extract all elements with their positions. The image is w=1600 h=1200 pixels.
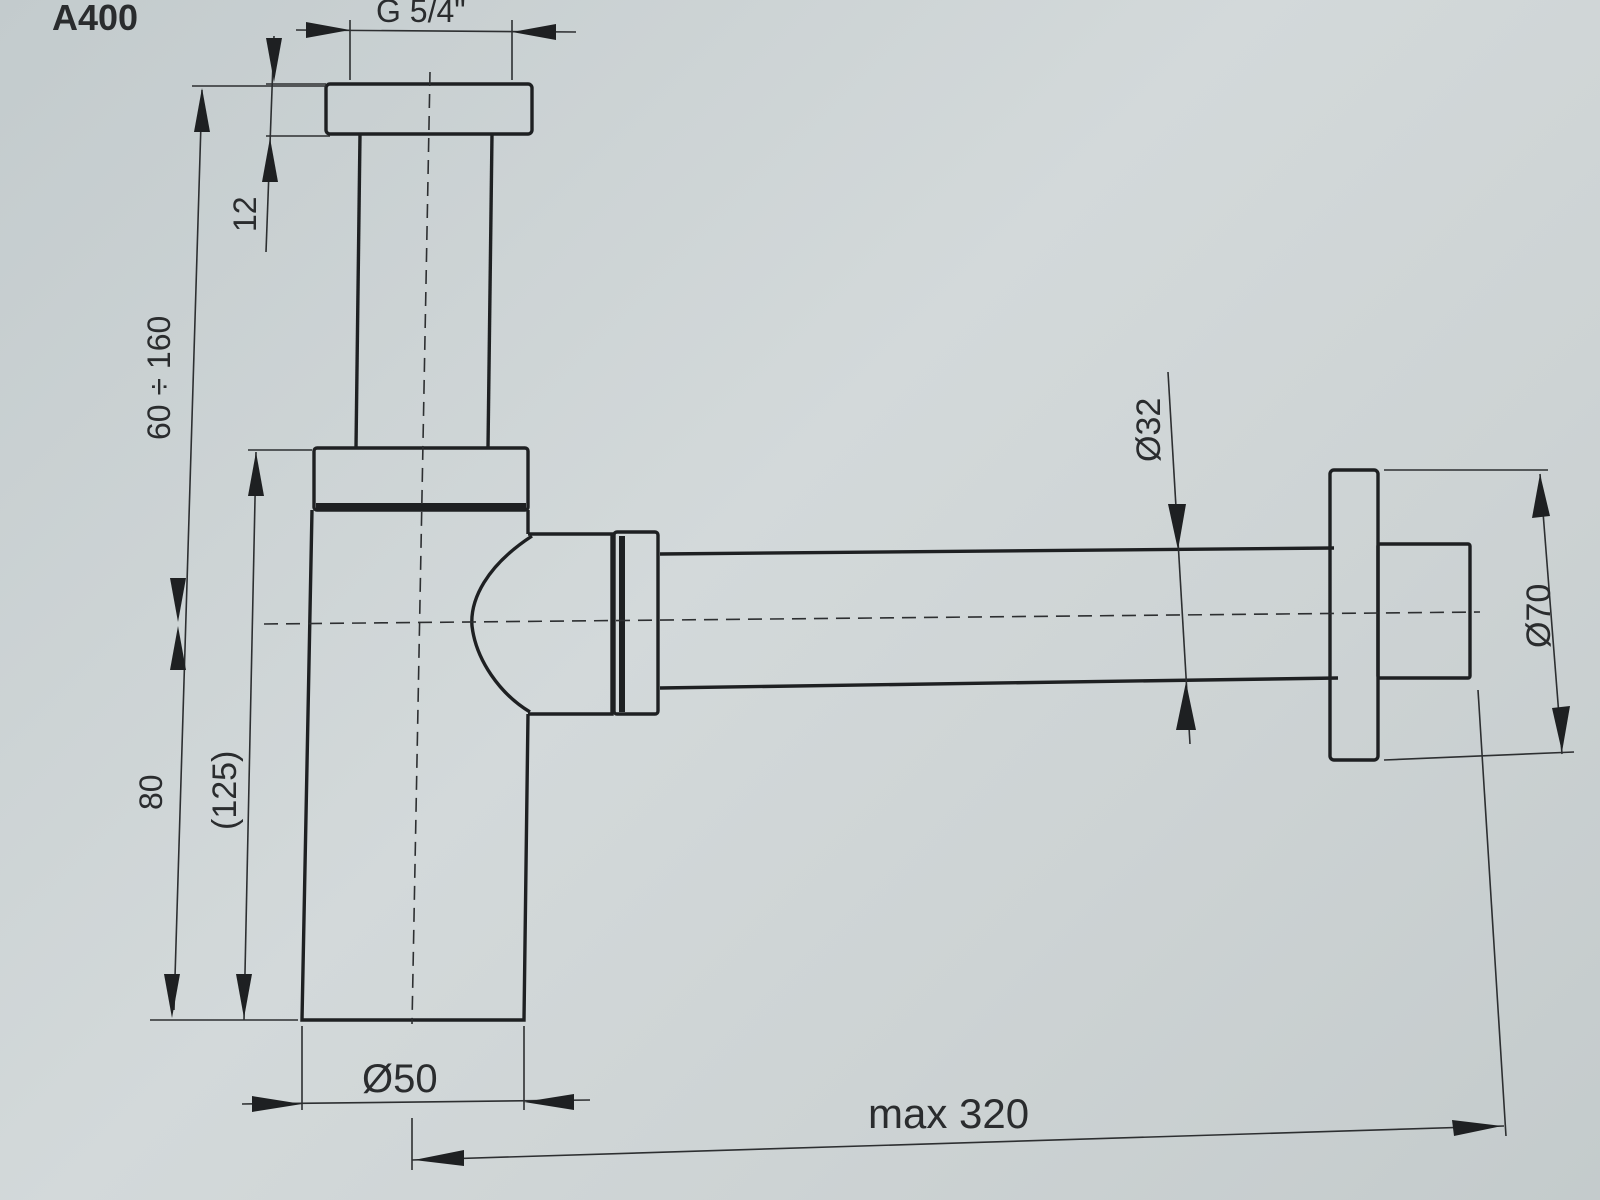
flange-arrow-top	[266, 38, 282, 82]
body-dia-dim-line	[241, 1099, 591, 1105]
thread-size-label: G 5/4"	[376, 0, 466, 29]
range-arrow-bottom	[170, 578, 186, 622]
vertical-centerline	[411, 71, 431, 1025]
outlet-elbow	[528, 532, 614, 716]
body-height-label: (125)	[206, 751, 244, 830]
wall-flange-diameter-label: Ø70	[1520, 584, 1558, 648]
length-arrow-right	[1452, 1120, 1502, 1136]
horizontal-centerline	[263, 611, 1481, 625]
length-arrow-left	[414, 1150, 464, 1166]
wall-dia-arrow-top	[1532, 474, 1550, 518]
pipe-dia-dim-line	[1167, 371, 1191, 745]
left-vertical-dim-line	[173, 89, 203, 1011]
pipe-top-wall	[659, 546, 1335, 556]
body-dia-arrow-right	[524, 1094, 574, 1110]
body-arrow-bottom	[236, 974, 252, 1018]
length-dim-line	[411, 1125, 1505, 1161]
pipe-diameter-label: Ø32	[1130, 398, 1168, 462]
pipe-dia-arrow-bottom	[1176, 682, 1196, 730]
wall-spigot	[1376, 542, 1472, 680]
body-dim-line	[243, 451, 257, 1021]
wall-dia-ext-bottom	[1383, 751, 1575, 761]
wall-flange	[1328, 468, 1380, 762]
inlet-tube-left-wall	[354, 133, 362, 449]
trap-body-cylinder	[300, 509, 530, 1022]
pipe-dia-arrow-top	[1168, 504, 1186, 550]
outlet-arrow-bottom	[164, 974, 180, 1018]
trap-body-cap	[312, 446, 530, 512]
length-ext-right	[1477, 689, 1507, 1137]
wall-dia-arrow-bottom	[1552, 706, 1570, 752]
pipe-bottom-wall	[659, 676, 1339, 690]
outlet-height-label: 80	[133, 774, 169, 810]
max-length-label: max 320	[868, 1090, 1029, 1137]
flange-height-label: 12	[227, 196, 263, 232]
flange-arrow-bottom	[262, 138, 278, 182]
body-diameter-label: Ø50	[362, 1057, 438, 1101]
elbow-curve	[470, 534, 533, 714]
thread-arrow-right	[512, 24, 556, 40]
thread-arrow-left	[306, 22, 350, 38]
outlet-nut	[612, 530, 660, 716]
body-arrow-top	[248, 452, 264, 496]
model-label: A400	[52, 0, 138, 38]
body-dia-arrow-left	[252, 1096, 302, 1112]
inlet-tube-right-wall	[486, 133, 494, 449]
outlet-arrow-top	[170, 626, 186, 670]
range-arrow-top	[194, 88, 210, 132]
height-range-label: 60 ÷ 160	[141, 316, 177, 440]
